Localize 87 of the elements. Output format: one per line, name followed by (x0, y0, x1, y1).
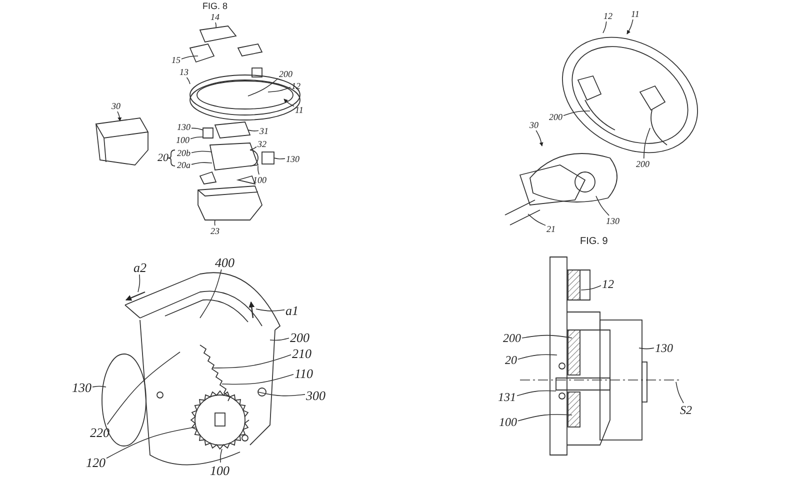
leader-line (214, 220, 216, 226)
leader-line (222, 374, 294, 385)
callout-number: 12 (602, 10, 614, 22)
leader-line (256, 308, 285, 312)
leader-line (518, 414, 572, 422)
leader-line (602, 21, 607, 34)
leader-line (191, 150, 212, 154)
leader-line (191, 128, 204, 130)
leader-line (268, 86, 291, 92)
callout-number: a1 (284, 302, 300, 318)
leader-line (638, 348, 654, 350)
callout-number: 200 (289, 330, 310, 344)
callout-number: 200 (502, 331, 522, 345)
callout-number: 220 (89, 424, 110, 440)
callout-number: 130 (654, 341, 674, 355)
leader-line (518, 354, 558, 360)
callout-number: 13 (178, 66, 190, 78)
callout-number: 100 (252, 174, 268, 186)
callout-number: 32 (256, 138, 268, 150)
steering-wheel-assembly-drawing (504, 36, 698, 226)
callout-number: 100 (209, 462, 230, 478)
leader-line (536, 130, 544, 146)
leader-line (200, 269, 222, 318)
callout-number: 31 (258, 126, 270, 136)
callout-number: 200 (548, 112, 564, 122)
callout-number: 20 (158, 152, 168, 164)
callout-number: 20b (176, 148, 192, 158)
callout-number: 23 (210, 226, 220, 236)
figure-label: FIG. 8 (202, 2, 228, 10)
leader-line (248, 78, 278, 96)
leader-line (212, 354, 292, 368)
callout-number: 120 (85, 454, 106, 470)
callout-number: 30 (528, 120, 540, 130)
leader-line (522, 334, 572, 338)
callout-number: 20 (504, 353, 518, 367)
callout-number: 300 (305, 388, 326, 402)
callout-number: 200 (635, 158, 650, 170)
callout-number: 110 (294, 366, 314, 380)
leader-line (220, 448, 222, 463)
callout-number: 12 (601, 277, 615, 291)
leader-line (643, 128, 650, 159)
leader-line (516, 390, 556, 396)
callout-number: 210 (291, 346, 312, 360)
leader-line (92, 386, 106, 388)
leader-line (117, 111, 122, 122)
callout-number: S2 (679, 403, 693, 417)
callout-number: 11 (294, 104, 304, 116)
leader-line (186, 77, 190, 84)
callout-number: 400 (214, 254, 236, 270)
leader-line (250, 146, 257, 150)
callout-number: 21 (546, 224, 556, 234)
callout-number: 200 (278, 68, 294, 80)
figure-label: FIG. 9 (580, 237, 608, 247)
leader-line (580, 285, 602, 290)
leader-line (181, 56, 198, 60)
leader-line (626, 19, 634, 34)
leader-line (138, 274, 140, 292)
cross-section-drawing (520, 256, 680, 456)
leader-line (248, 130, 259, 132)
leader-line (258, 166, 260, 175)
callout-number: 14 (210, 12, 220, 22)
leader-line (528, 214, 546, 226)
leader-line (563, 110, 590, 116)
callout-number: 131 (497, 390, 517, 404)
callout-number: 130 (71, 380, 92, 394)
callout-number: 130 (176, 122, 192, 132)
leader-line (284, 98, 294, 107)
leader-line (274, 158, 286, 160)
callout-number: a2 (132, 260, 148, 274)
exploded-steering-wheel-drawing (96, 26, 300, 220)
leader-line (596, 196, 610, 216)
leader-line (676, 382, 684, 404)
callout-number: 11 (630, 8, 640, 20)
callout-number: 15 (170, 54, 182, 66)
leader-line (270, 338, 290, 341)
leader-line (190, 136, 204, 140)
leader-line (191, 162, 212, 165)
leader-line (215, 22, 216, 28)
leader-line (106, 352, 180, 425)
leader-line (106, 426, 196, 459)
callout-number: 30 (110, 100, 122, 112)
callout-number: 100 (175, 134, 190, 146)
callout-number: 130 (605, 216, 620, 226)
callout-number: 130 (285, 154, 300, 164)
callout-number: 100 (498, 415, 518, 429)
callout-number: 20a (176, 160, 192, 170)
leader-line (258, 392, 306, 396)
